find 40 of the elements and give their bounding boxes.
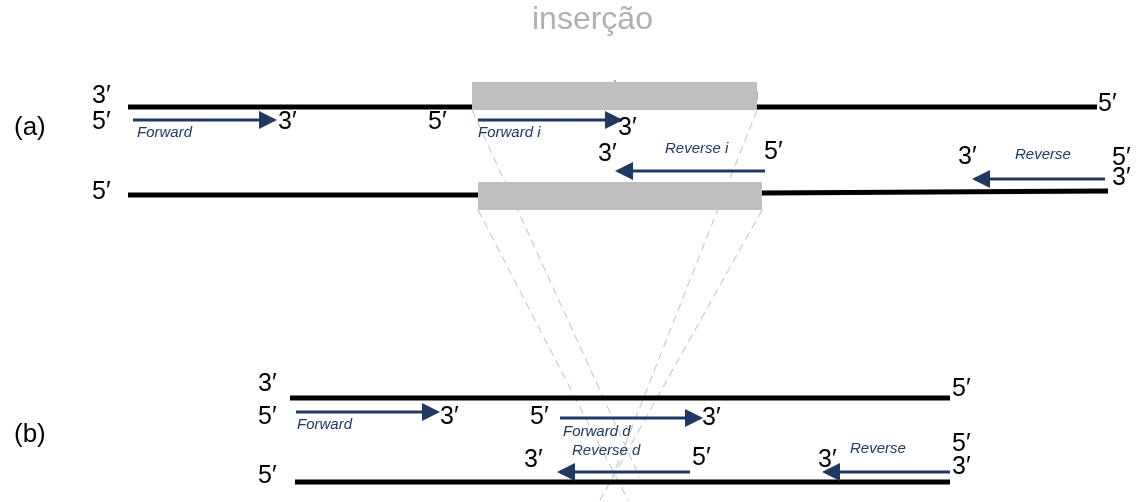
strand-end-label: 5′ [764,138,783,163]
insert-bar [472,82,757,110]
strand-end-label: 3′ [258,370,277,395]
strand-end-label: 3′ [818,446,837,471]
panel-label: (a) [14,113,46,139]
strand-end-label: 5′ [92,178,111,203]
strand-end-label: 3′ [958,143,977,168]
strand-end-label: 3′ [618,114,637,139]
strand-end-label: 3′ [524,446,543,471]
dashed-guide-line [471,109,641,479]
strand-end-label: 3′ [1112,164,1131,189]
strand-end-label: 3′ [702,404,721,429]
dashed-guide-line [611,109,758,479]
dashed-guide-line [599,209,763,501]
dashed-guide-line [477,209,629,501]
primer-label: Reverse i [665,140,729,155]
strand-end-label: 5′ [952,375,971,400]
strand-end-label: 5′ [428,108,447,133]
panel-label: (b) [14,420,46,446]
primer-label: Forward d [563,423,631,438]
strand-end-label: 5′ [692,444,711,469]
strand-end-label: 5′ [258,403,277,428]
strand-end-label: 5′ [258,462,277,487]
strand-end-label: 5′ [92,108,111,133]
strand-end-label: 3′ [598,140,617,165]
strand-end-label: 3′ [92,82,111,107]
strand-end-label: 5′ [530,403,549,428]
primer-label: Reverse [1015,146,1071,161]
primer-label: Forward [137,124,192,139]
insert-bar [478,182,762,210]
insert-label: inserção [532,2,653,34]
strand-end-label: 5′ [1098,90,1117,115]
primer-label: Forward [297,416,352,431]
strand-end-label: 3′ [278,108,297,133]
primer-label: Reverse d [572,442,641,457]
strand-end-label: 3′ [440,403,459,428]
primer-label: Forward i [478,124,541,139]
strand-end-label: 5′ [952,430,971,455]
primer-label: Reverse [850,440,906,455]
strand-end-label: 3′ [952,453,971,478]
